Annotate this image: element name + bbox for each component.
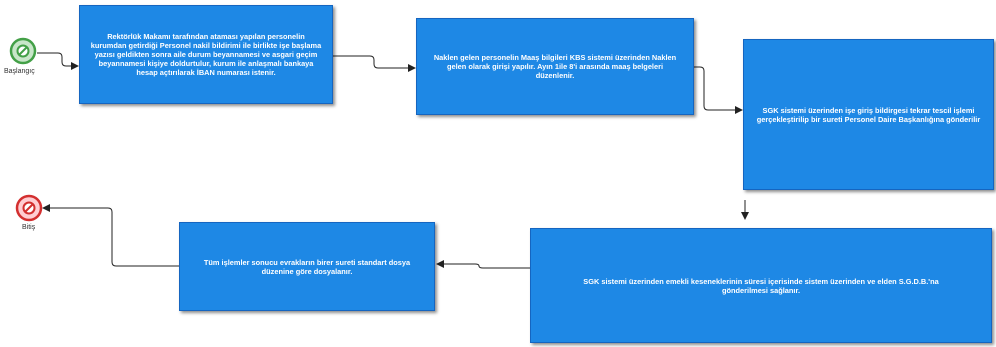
connector-start-to-task1: [37, 52, 79, 70]
start-event-label: Başlangıç: [4, 68, 35, 75]
connector-task2-to-task3: [694, 66, 743, 114]
task-box-4[interactable]: SGK sistemi üzerinden emekli kesenekleri…: [530, 228, 992, 343]
connector-task4-to-task5: [436, 260, 530, 269]
no-entry-icon: [9, 37, 37, 65]
task-box-3[interactable]: SGK sistemi üzerinden işe giriş bildirge…: [743, 39, 994, 190]
task-box-2-text: Naklen gelen personelin Maaş bilgileri K…: [433, 53, 677, 80]
task-box-5[interactable]: Tüm işlemler sonucu evrakların birer sur…: [179, 222, 435, 311]
task-box-3-text: SGK sistemi üzerinden işe giriş bildirge…: [756, 105, 981, 124]
start-event[interactable]: [9, 37, 39, 67]
connector-task5-to-end: [42, 204, 179, 267]
task-box-1[interactable]: Rektörlük Makamı tarafından ataması yapı…: [79, 5, 333, 104]
task-box-2[interactable]: Naklen gelen personelin Maaş bilgileri K…: [416, 18, 694, 115]
end-event-label: Bitiş: [22, 224, 36, 231]
no-entry-icon: [15, 194, 43, 222]
end-event[interactable]: [15, 194, 45, 224]
task-box-1-text: Rektörlük Makamı tarafından ataması yapı…: [90, 32, 322, 77]
task-box-4-text: SGK sistemi üzerinden emekli kesenekleri…: [583, 276, 939, 295]
task-box-5-text: Tüm işlemler sonucu evrakların birer sur…: [203, 257, 411, 276]
connector-task1-to-task2: [333, 55, 416, 72]
